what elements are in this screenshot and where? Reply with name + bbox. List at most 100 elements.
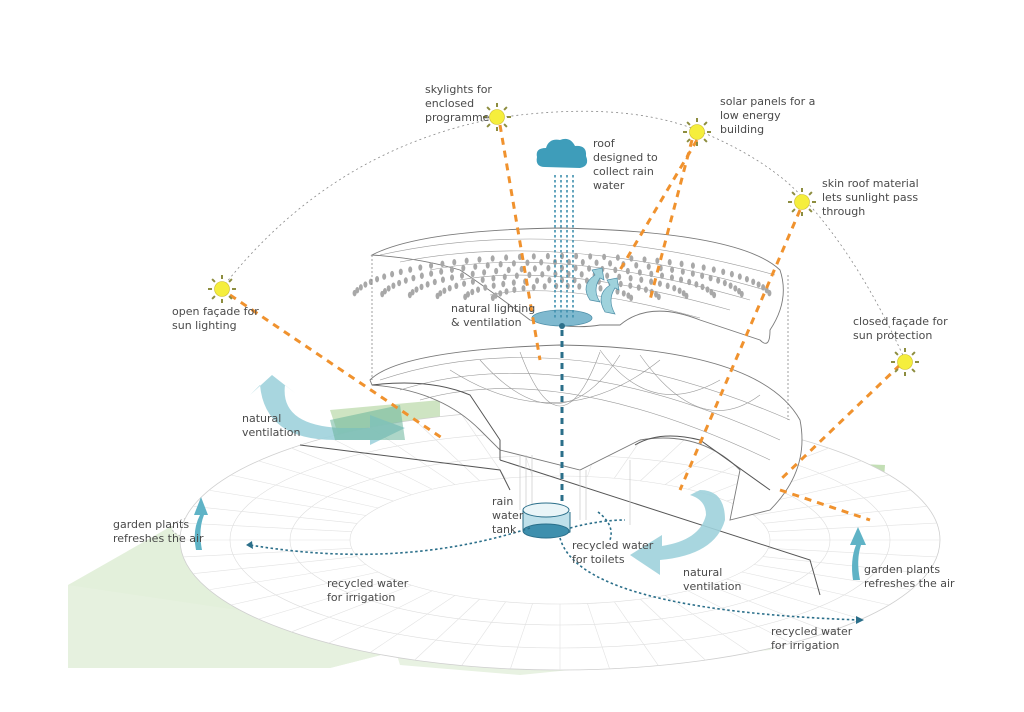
roof-skylight-dot	[450, 274, 455, 281]
roof-skylight-dot	[708, 274, 713, 282]
roof-skylight-dot	[391, 282, 396, 289]
roof-skylight-dot	[670, 266, 675, 273]
label-open-facade: open façade for sun lighting	[172, 305, 259, 332]
roof-skylight-dot	[712, 291, 717, 299]
roof-skylight-dot	[531, 253, 536, 260]
roof-skylight-dot	[491, 282, 496, 289]
roof-skylight-dot	[588, 253, 593, 260]
roof-skylight-dot	[363, 281, 368, 288]
label-skylights: skylights for enclosed programme	[425, 83, 492, 124]
roof-skylight-dot	[721, 268, 726, 276]
roof-skylight-dot	[554, 282, 559, 290]
roof-skylight-dot	[639, 276, 644, 283]
roof-skylight-dot	[672, 284, 677, 292]
roof-skylight-dot	[476, 286, 481, 293]
roof-skylight-dot	[540, 271, 545, 278]
roof-skylight-dot	[728, 282, 733, 289]
roof-skylight-dot	[390, 270, 395, 278]
roof-skylight-dot	[643, 286, 648, 293]
label-garden-right: garden plants refreshes the air	[864, 563, 955, 590]
roof-skylight-dot	[491, 274, 496, 282]
sun-icon	[208, 275, 236, 303]
label-recycled-irrigation-left: recycled water for irrigation	[327, 577, 409, 604]
roof-skylight-dot	[539, 259, 544, 266]
roof-skylight-dot	[573, 264, 578, 272]
roof-skylight-dot	[403, 277, 408, 284]
roof-skylight-dot	[440, 276, 445, 283]
recycled-water-paths	[246, 511, 864, 624]
roof-skylight-dot	[700, 283, 705, 291]
roof-skylight-dot	[690, 270, 695, 277]
label-natural-ventilation-right: natural ventilation	[683, 566, 742, 593]
roof-skylight-dot	[679, 276, 684, 283]
roof-skylight-dot	[411, 274, 416, 282]
sun-icon	[483, 103, 511, 131]
ventilation-arrow-right	[630, 490, 725, 575]
roof-skylight-dot	[587, 265, 592, 272]
roof-skylight-dot	[382, 288, 387, 295]
roof-skylight-dot	[452, 259, 457, 266]
roof-skylight-dot	[514, 272, 519, 279]
roof-skylight-dot	[358, 284, 363, 291]
roof-skylight-dot	[608, 260, 613, 267]
roof-skylight-dot	[729, 270, 734, 278]
roof-skylight-dot	[521, 285, 526, 292]
roof-skylight-dot	[602, 253, 607, 261]
roof-skylight-dot	[733, 285, 738, 292]
sun-icon	[683, 118, 711, 146]
roof-skylight-dot	[628, 274, 633, 282]
roof-skylight-dot	[642, 256, 647, 263]
roof-skylight-dot	[690, 262, 695, 269]
roof-skylight-dot	[375, 275, 380, 283]
roof-skylight-dot	[694, 281, 699, 288]
roof-skylight-dot	[613, 266, 618, 274]
building-lower-shell	[299, 344, 821, 596]
roof-skylight-dot	[454, 282, 459, 290]
up-arrow-icon	[194, 497, 208, 550]
roof-skylight-dot	[574, 252, 579, 260]
roof-skylight-dot	[618, 280, 623, 288]
roof-skylight-dot	[410, 289, 415, 296]
roof-skylight-dot	[398, 268, 403, 276]
roof-skylight-dot	[483, 284, 488, 291]
roof-skylight-dot	[432, 278, 437, 286]
roof-skylight-dot	[739, 290, 744, 298]
roof-skylight-dot	[464, 257, 469, 264]
roof-skylight-dot	[382, 273, 387, 280]
label-closed-facade: closed façade for sun protection	[853, 315, 948, 342]
roof-skylight-dot	[767, 289, 772, 297]
roof-skylight-dot	[504, 288, 509, 295]
roof-skylight-dot	[438, 290, 443, 297]
roof-skylight-dot	[617, 273, 622, 281]
label-roof-rain: roof designed to collect rain water	[593, 137, 658, 192]
roof-skylight-dot	[701, 264, 706, 271]
roof-skylight-dot	[646, 263, 651, 270]
roof-skylight-dot	[414, 286, 419, 293]
label-skin-roof: skin roof material lets sunlight pass th…	[822, 177, 919, 218]
label-garden-left: garden plants refreshes the air	[113, 518, 204, 545]
roof-skylight-dot	[761, 284, 766, 291]
roof-skylight-dot	[577, 283, 582, 290]
roof-skylight-dot	[429, 270, 434, 277]
roof-skylight-dot	[684, 292, 689, 300]
roof-skylight-dot	[498, 290, 503, 297]
roof-skylight-dot	[397, 279, 402, 287]
sun-icon	[891, 348, 919, 376]
roof-skylight-dot	[711, 266, 716, 273]
roof-skylight-dot	[465, 291, 470, 298]
roof-skylight-dot	[625, 267, 630, 275]
roof-skylight-dot	[494, 267, 499, 275]
roof-skylight-dot	[477, 256, 482, 263]
roof-skylight-dot	[470, 270, 475, 278]
roof-skylight-dot	[355, 287, 360, 294]
roof-skylight-dot	[655, 257, 660, 264]
roof-skylight-dot	[473, 263, 478, 270]
roof-skylight-dot	[547, 276, 552, 284]
roof-skylight-dot	[462, 280, 467, 287]
roof-skylight-dot	[519, 265, 524, 273]
roof-skylight-dot	[511, 279, 516, 286]
label-recycled-toilets: recycled water for toilets	[572, 539, 654, 566]
cloud-icon	[536, 138, 588, 168]
roof-skylight-dot	[751, 278, 756, 286]
roof-skylight-dot	[485, 262, 490, 269]
